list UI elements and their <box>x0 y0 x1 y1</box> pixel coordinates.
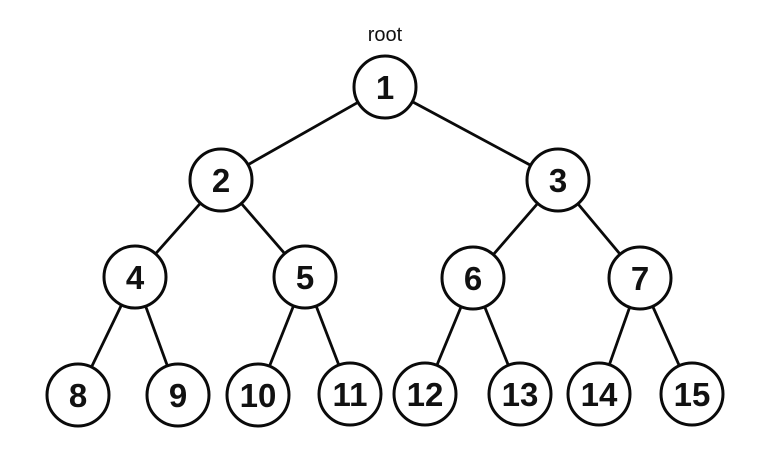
tree-node-6 <box>440 245 506 311</box>
tree-node-label-7: 7 <box>631 260 649 297</box>
tree-node-13 <box>487 361 553 427</box>
tree-node-4 <box>102 244 168 310</box>
tree-node-label-12: 12 <box>407 376 444 413</box>
tree-node-label-1: 1 <box>376 69 394 106</box>
tree-node-11 <box>317 361 383 427</box>
tree-node-label-11: 11 <box>333 376 368 413</box>
tree-node-10 <box>225 362 291 428</box>
tree-node-label-8: 8 <box>69 377 87 414</box>
tree-node-3 <box>525 147 591 213</box>
tree-node-8 <box>45 362 111 428</box>
tree-node-2 <box>188 147 254 213</box>
tree-node-label-2: 2 <box>212 162 230 199</box>
tree-node-15 <box>659 361 725 427</box>
tree-node-label-14: 14 <box>581 376 618 413</box>
tree-node-label-5: 5 <box>296 259 314 296</box>
tree-node-label-13: 13 <box>502 376 539 413</box>
tree-node-label-6: 6 <box>464 260 482 297</box>
tree-node-label-4: 4 <box>126 259 145 296</box>
tree-node-label-10: 10 <box>240 377 277 414</box>
tree-node-14 <box>566 361 632 427</box>
tree-node-12 <box>392 361 458 427</box>
tree-edge-1-3 <box>384 85 559 182</box>
tree-node-1 <box>352 54 418 120</box>
tree-node-7 <box>607 245 673 311</box>
tree-node-5 <box>272 244 338 310</box>
tree-node-label-9: 9 <box>169 377 187 414</box>
root-caption: root <box>368 24 403 46</box>
tree-node-label-3: 3 <box>549 162 567 199</box>
tree-node-9 <box>145 362 211 428</box>
tree-node-label-15: 15 <box>674 376 711 413</box>
